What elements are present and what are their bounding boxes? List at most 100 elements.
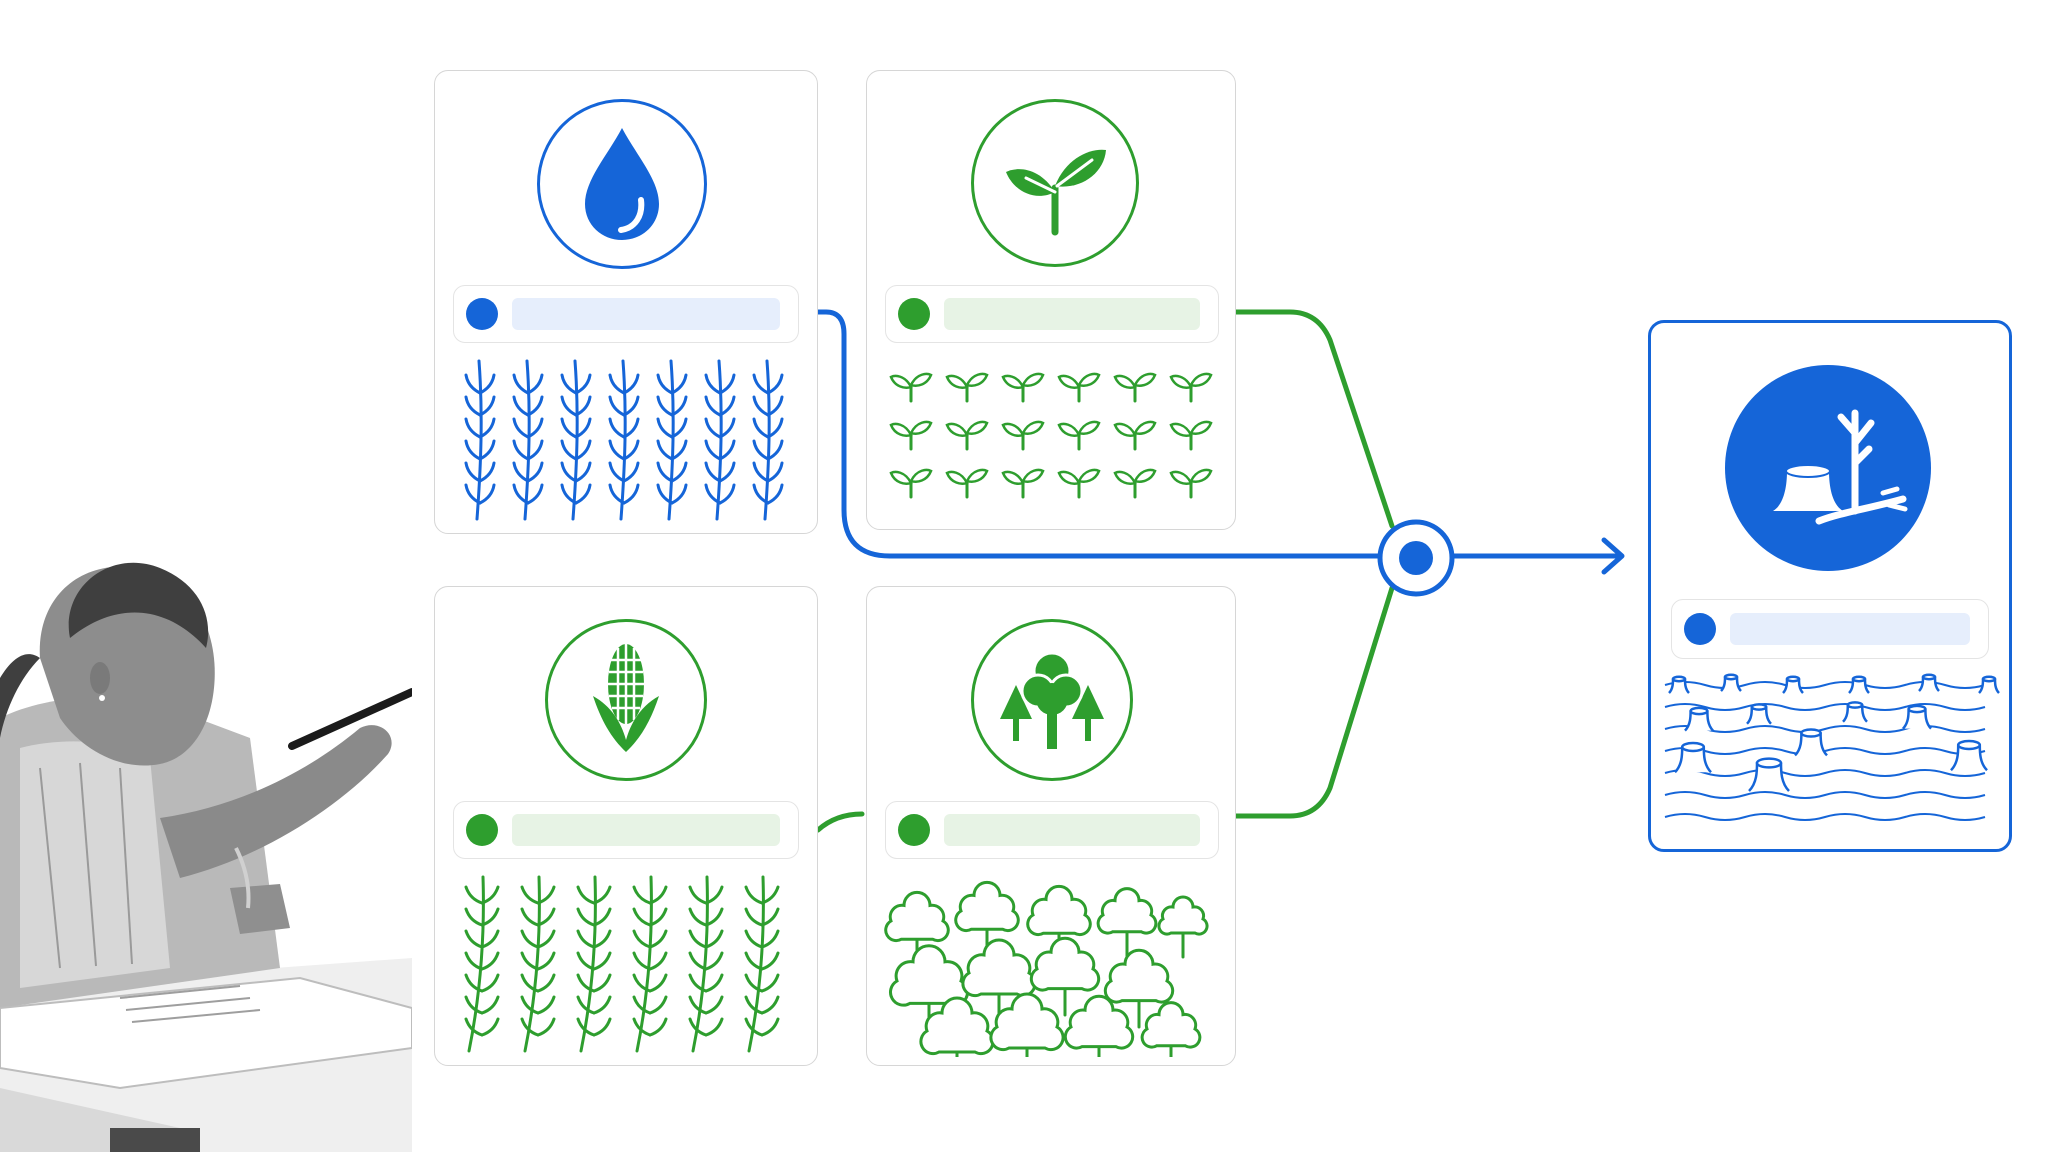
stump bbox=[1848, 675, 1870, 694]
stump bbox=[1668, 675, 1690, 694]
tree-outline bbox=[1140, 1001, 1202, 1057]
card-deforestation-result bbox=[1648, 320, 2012, 852]
seedling bbox=[1057, 420, 1101, 451]
connector-corn-to-forest bbox=[815, 811, 865, 833]
tree-outline bbox=[954, 880, 1020, 957]
status-dot bbox=[1684, 613, 1716, 645]
tree-outline bbox=[1103, 948, 1175, 1029]
seedling bbox=[945, 468, 989, 499]
status-dot bbox=[466, 298, 498, 330]
seedling bbox=[1169, 468, 1213, 499]
stump bbox=[1746, 703, 1772, 725]
trees-icon bbox=[971, 619, 1133, 781]
wheat-stalk bbox=[704, 359, 736, 521]
junction-node-icon bbox=[1377, 519, 1455, 597]
label-placeholder bbox=[453, 285, 799, 343]
wheat-stalk bbox=[512, 359, 544, 521]
connector-forest-to-junction bbox=[1233, 585, 1395, 819]
wheat-stalk bbox=[656, 359, 688, 521]
arrowhead-icon bbox=[1601, 537, 1625, 575]
seedling bbox=[889, 468, 933, 499]
wheat-stalks-pattern bbox=[464, 359, 784, 521]
card-sprout bbox=[866, 70, 1236, 530]
grain-stalk bbox=[688, 875, 724, 1053]
card-corn bbox=[434, 586, 818, 1066]
label-placeholder bbox=[885, 285, 1219, 343]
stump bbox=[1794, 728, 1828, 757]
stump bbox=[1748, 757, 1790, 792]
label-placeholder-fill bbox=[944, 814, 1200, 846]
seedling bbox=[1113, 420, 1157, 451]
status-dot bbox=[898, 814, 930, 846]
stump bbox=[1902, 704, 1932, 730]
grain-stalks-pattern bbox=[464, 875, 780, 1053]
tree-outline bbox=[1096, 887, 1158, 959]
label-placeholder bbox=[885, 801, 1219, 859]
label-placeholder bbox=[1671, 599, 1989, 659]
stump bbox=[1978, 675, 2000, 694]
wheat-stalk bbox=[464, 359, 496, 521]
seedling bbox=[1057, 468, 1101, 499]
tree-outline bbox=[961, 938, 1037, 1023]
water-drop-icon bbox=[537, 99, 707, 269]
card-water bbox=[434, 70, 818, 534]
seedling bbox=[945, 420, 989, 451]
stump bbox=[1674, 741, 1712, 774]
label-placeholder-fill bbox=[944, 298, 1200, 330]
stump bbox=[1842, 701, 1868, 723]
label-placeholder-fill bbox=[512, 814, 780, 846]
grain-stalk bbox=[632, 875, 668, 1053]
wheat-stalk bbox=[608, 359, 640, 521]
tree-canopy-pattern bbox=[884, 880, 1209, 1057]
presenter-photo bbox=[0, 488, 412, 1152]
seedling bbox=[1057, 372, 1101, 403]
seedling bbox=[1113, 468, 1157, 499]
connector-water-to-junction bbox=[815, 309, 1395, 559]
grain-stalk bbox=[744, 875, 780, 1053]
ground-line bbox=[1664, 791, 1986, 799]
ground-line bbox=[1664, 725, 1986, 733]
connector-sprout-to-junction bbox=[1233, 309, 1395, 529]
status-dot bbox=[466, 814, 498, 846]
seedling bbox=[1169, 372, 1213, 403]
stump bbox=[1720, 673, 1742, 692]
tree-outline bbox=[1029, 936, 1101, 1017]
card-forest bbox=[866, 586, 1236, 1066]
seedling bbox=[889, 372, 933, 403]
grain-stalk bbox=[576, 875, 612, 1053]
wheat-stalk bbox=[752, 359, 784, 521]
grain-stalk bbox=[464, 875, 500, 1053]
label-placeholder-fill bbox=[1730, 613, 1970, 645]
ground-line bbox=[1664, 703, 1986, 711]
sprout-icon bbox=[971, 99, 1139, 267]
label-placeholder bbox=[453, 801, 799, 859]
seedling bbox=[1113, 372, 1157, 403]
tree-outline bbox=[989, 992, 1065, 1057]
ground-line bbox=[1664, 769, 1986, 777]
stump bbox=[1782, 675, 1804, 694]
seedling bbox=[1001, 420, 1045, 451]
tree-outline bbox=[889, 944, 969, 1033]
stump bbox=[1950, 739, 1988, 772]
ground-line bbox=[1664, 813, 1986, 821]
seedling-grid-pattern bbox=[889, 372, 1213, 499]
stump bbox=[1684, 706, 1714, 732]
tree-outline bbox=[919, 996, 995, 1057]
tree-stumps-icon bbox=[1725, 365, 1931, 571]
label-placeholder-fill bbox=[512, 298, 780, 330]
seedling bbox=[1001, 372, 1045, 403]
grain-stalk bbox=[520, 875, 556, 1053]
seedling bbox=[1169, 420, 1213, 451]
presenter-illustration bbox=[0, 488, 412, 1152]
seedling bbox=[945, 372, 989, 403]
tree-outline bbox=[884, 890, 950, 967]
wheat-stalk bbox=[560, 359, 592, 521]
tree-outline bbox=[1063, 994, 1135, 1057]
stump-field-pattern bbox=[1664, 673, 2000, 821]
tree-outline bbox=[1157, 895, 1209, 959]
corn-icon bbox=[545, 619, 707, 781]
stump bbox=[1918, 673, 1940, 692]
status-dot bbox=[898, 298, 930, 330]
